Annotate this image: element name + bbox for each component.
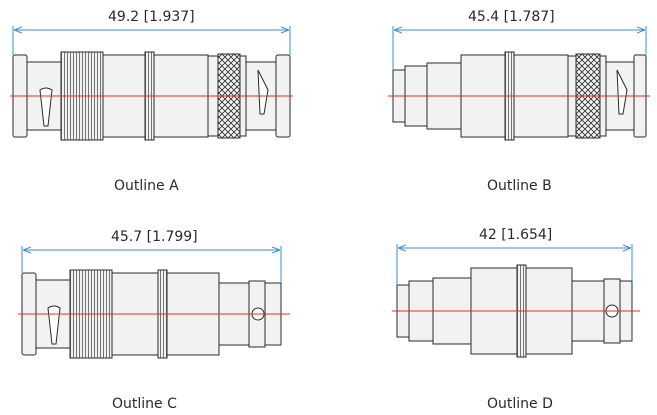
caption-outline-b: Outline B <box>487 178 552 194</box>
dimension-label-b: 45.4 [1.787] <box>468 9 555 25</box>
dimension-label-c: 45.7 [1.799] <box>111 229 198 245</box>
caption-outline-a: Outline A <box>114 178 179 194</box>
dimension-label-a: 49.2 [1.937] <box>108 9 195 25</box>
caption-outline-c: Outline C <box>112 396 177 412</box>
dimension-label-d: 42 [1.654] <box>479 227 553 243</box>
caption-outline-d: Outline D <box>487 396 553 412</box>
